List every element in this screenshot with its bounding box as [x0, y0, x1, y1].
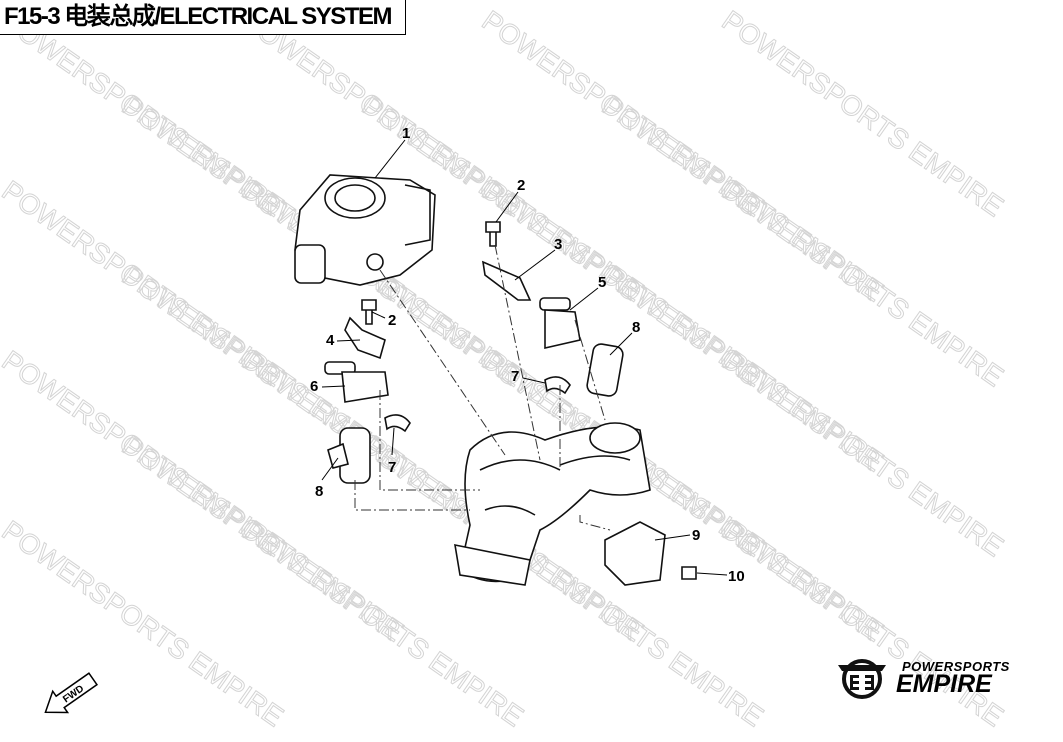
- logo-line2: EMPIRE: [896, 670, 992, 698]
- nut-part[interactable]: [681, 566, 697, 580]
- callout-8b: 8: [315, 483, 323, 500]
- callout-5: 5: [598, 274, 606, 291]
- callout-4: 4: [326, 332, 335, 349]
- callout-7: 7: [511, 368, 519, 385]
- throttle-body-part[interactable]: [294, 174, 436, 286]
- fwd-arrow-icon: FWD: [44, 672, 98, 714]
- bolt-part[interactable]: [361, 299, 377, 325]
- brand-logo: POWERSPORTS EMPIRE: [838, 655, 1028, 699]
- clip-part[interactable]: [384, 414, 411, 433]
- page-title: F15-3 电装总成/ELECTRICAL SYSTEM: [0, 0, 406, 35]
- injector-part[interactable]: [586, 343, 624, 397]
- bolt-part[interactable]: [485, 221, 501, 247]
- injector-part[interactable]: [327, 427, 371, 484]
- logo-line1: POWERSPORTS: [902, 659, 1010, 674]
- callout-8: 8: [632, 319, 640, 336]
- callout-3: 3: [554, 236, 562, 253]
- intake-manifold-part[interactable]: [454, 422, 651, 586]
- callout-6: 6: [310, 378, 318, 395]
- callout-2b: 2: [388, 312, 396, 329]
- callout-9: 9: [692, 527, 700, 544]
- callout-10: 10: [728, 568, 745, 585]
- sensor-part[interactable]: [324, 361, 389, 403]
- callout-7b: 7: [388, 459, 396, 476]
- clip-part[interactable]: [544, 376, 571, 395]
- bracket-part[interactable]: [344, 316, 386, 360]
- callout-1: 1: [402, 125, 410, 142]
- sensor-part[interactable]: [539, 297, 581, 350]
- empire-logo-icon: [838, 659, 886, 699]
- map-sensor-part[interactable]: [604, 521, 666, 586]
- bracket-part[interactable]: [481, 260, 532, 301]
- callout-2: 2: [517, 177, 525, 194]
